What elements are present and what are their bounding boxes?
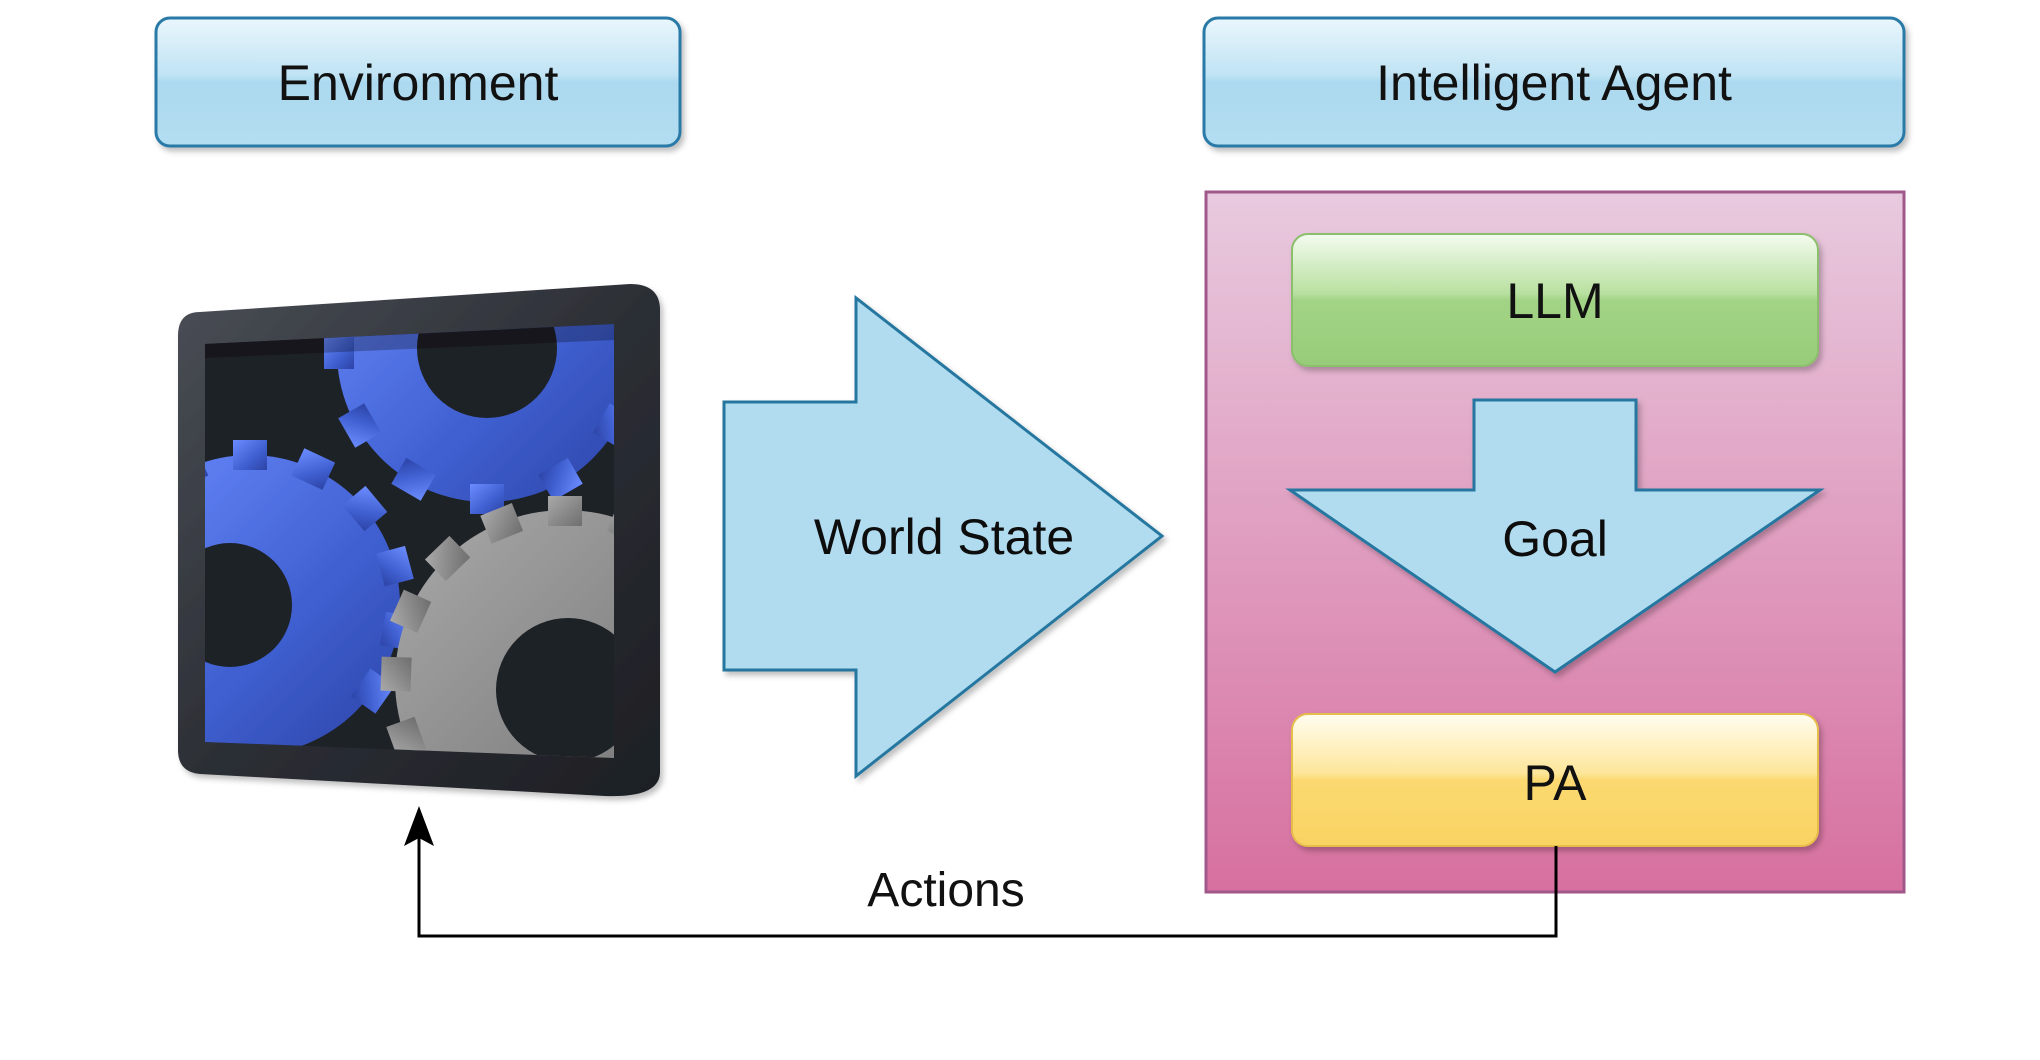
agent-header-label: Intelligent Agent <box>1376 55 1732 111</box>
blue-gear-top <box>324 324 614 514</box>
gears-icon <box>178 284 660 797</box>
gray-gear <box>380 496 614 758</box>
llm-box: LLM <box>1291 233 1819 367</box>
pa-label: PA <box>1524 755 1588 811</box>
environment-header: Environment <box>154 16 682 148</box>
goal-label: Goal <box>1502 511 1608 567</box>
agent-header: Intelligent Agent <box>1202 16 1906 148</box>
goal-arrow: Goal <box>1285 398 1825 674</box>
actions-connector: Actions <box>404 806 1558 938</box>
world-state-label: World State <box>814 509 1074 565</box>
llm-label: LLM <box>1506 273 1603 329</box>
actions-arrowhead <box>404 806 434 846</box>
blue-gear-left <box>205 440 416 755</box>
world-state-arrow: World State <box>722 294 1165 780</box>
environment-header-label: Environment <box>278 55 559 111</box>
pa-box: PA <box>1291 713 1819 847</box>
actions-label: Actions <box>867 864 1024 917</box>
